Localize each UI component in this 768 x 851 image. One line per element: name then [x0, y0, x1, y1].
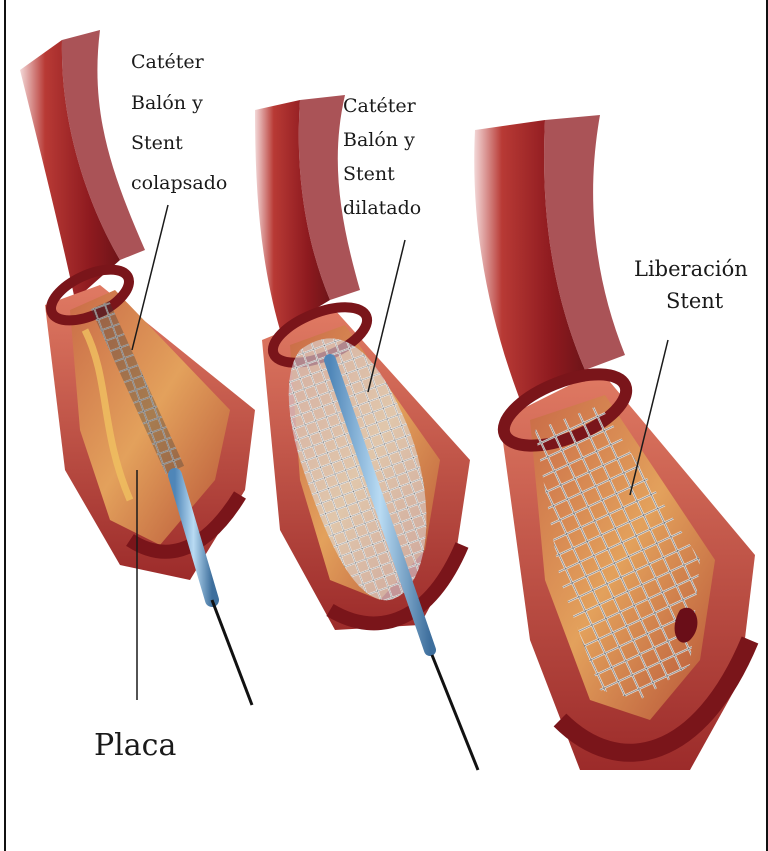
stage2-label-line2: Balón y: [343, 131, 415, 150]
stage1-label-line3: Stent: [131, 134, 183, 153]
stage1-label-line4: colapsado: [131, 174, 227, 193]
stage3-label-line2: Stent: [666, 291, 723, 312]
stage2-label-line4: dilatado: [343, 199, 421, 218]
stage2-label-line3: Stent: [343, 165, 395, 184]
plaque-label: Placa: [94, 731, 176, 761]
vessel-3: [474, 115, 755, 770]
stage2-label-line1: Catéter: [343, 97, 416, 116]
stage3-label-line1: Liberación: [634, 259, 748, 280]
stage1-label-line1: Catéter: [131, 53, 204, 72]
stage1-label-line2: Balón y: [131, 94, 203, 113]
